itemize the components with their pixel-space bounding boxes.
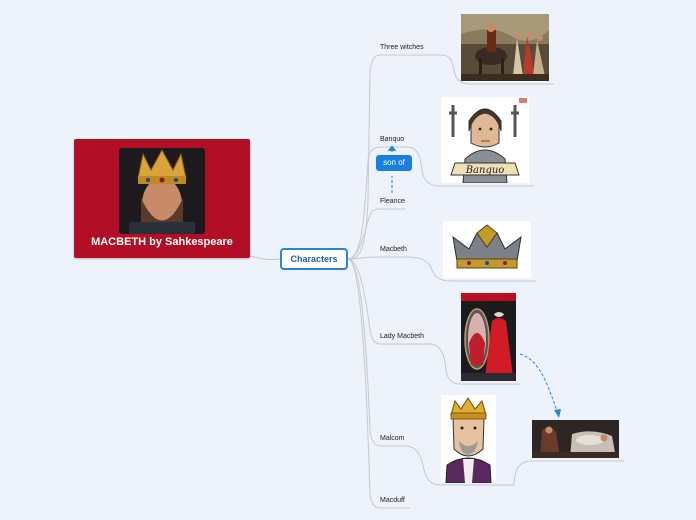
topic-macbeth[interactable]: Macbeth: [380, 246, 407, 253]
banquo-caption: Banquo: [465, 165, 505, 176]
king-cartoon-icon[interactable]: [441, 395, 496, 483]
topic-macduff[interactable]: Macduff: [380, 497, 405, 504]
sleeping-king-painting-icon[interactable]: [532, 420, 619, 458]
topic-fleance[interactable]: Fleance: [380, 198, 405, 205]
crowned-king-portrait-icon: [119, 148, 205, 234]
crown-illustration-icon[interactable]: [443, 221, 531, 278]
central-topic-characters[interactable]: Characters: [280, 248, 348, 270]
topic-malcom[interactable]: Malcom: [380, 435, 405, 442]
topic-banquo[interactable]: Banquo: [380, 136, 405, 143]
topic-three-witches[interactable]: Three witches: [380, 44, 424, 51]
lady-macbeth-poster-icon[interactable]: [461, 293, 516, 381]
relationship-son-of-label[interactable]: son of: [376, 155, 412, 171]
root-topic[interactable]: MACBETH by Sahkespeare: [74, 139, 250, 258]
root-title: MACBETH by Sahkespeare: [91, 236, 233, 248]
banquo-cartoon-icon[interactable]: Banquo: [441, 97, 529, 183]
witches-painting-icon[interactable]: [461, 14, 549, 81]
topic-lady-macbeth[interactable]: Lady Macbeth: [380, 333, 424, 340]
